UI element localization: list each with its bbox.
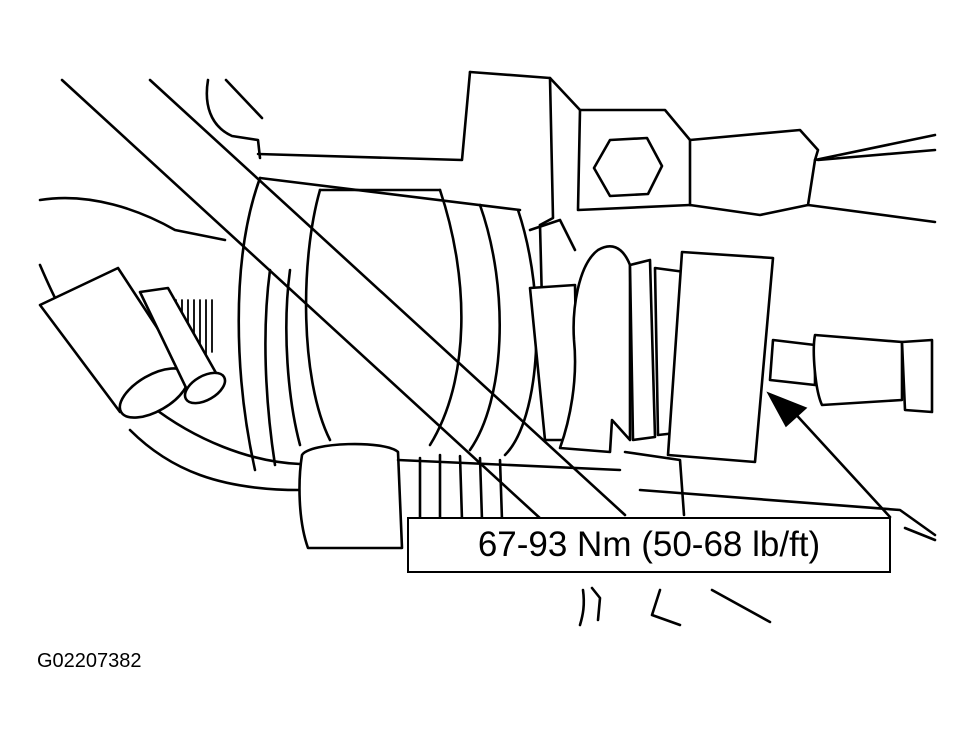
torque-spec-text: 67-93 Nm (50-68 lb/ft) — [477, 525, 821, 564]
diagonal-strut — [60, 78, 627, 522]
torque-spec-callout: 67-93 Nm (50-68 lb/ft) — [407, 517, 891, 573]
figure-id-label: G02207382 — [37, 650, 142, 672]
upper-bracket — [205, 70, 937, 227]
callout-arrow — [766, 391, 892, 519]
lower-detail-strokes — [578, 586, 772, 627]
cylinder-body — [237, 176, 577, 472]
pressure-fitting — [528, 245, 934, 464]
left-hose-assembly — [38, 196, 302, 492]
lower-hose-coupling — [298, 442, 937, 550]
hex-bolt-icon — [592, 136, 664, 198]
